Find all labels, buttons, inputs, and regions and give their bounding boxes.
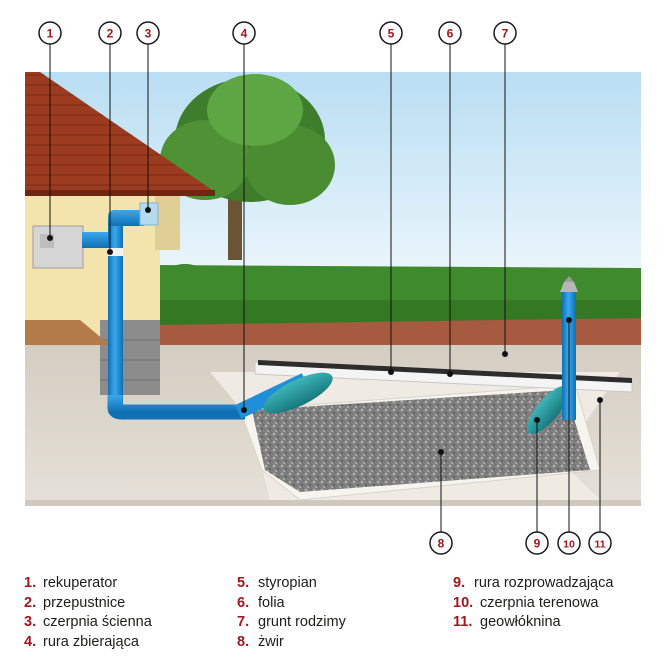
collector-pipe [263, 372, 333, 414]
legend-label: folia [258, 594, 285, 611]
callout-circle-1 [38, 21, 62, 45]
legend-number: 10. [453, 594, 474, 611]
callout-number: 9 [534, 537, 541, 551]
legend-number: 9. [453, 575, 466, 591]
callout-circle-10 [557, 531, 581, 555]
tree [160, 74, 335, 260]
callout-number: 11 [594, 539, 605, 551]
legend-label: żwir [258, 633, 284, 650]
callout-circle-9 [525, 531, 549, 555]
legend-column: 5. styropian 6. folia 7. grunt rodzimy 8. żw… [237, 574, 346, 652]
legend-label: czerpnia ścienna [43, 614, 152, 630]
legend-item: 9. rura rozprowadzająca [453, 574, 613, 594]
callout-circle-4 [232, 21, 256, 45]
legend-item: 10. czerpnia terenowa [453, 594, 613, 614]
foil [258, 360, 632, 383]
legend-number: 2. [24, 594, 37, 611]
callout-number: 5 [388, 27, 395, 41]
legend-column: 1. rekuperator 2. przepustnice 3. czerpnia … [24, 574, 152, 652]
callout-number: 10 [563, 539, 575, 551]
legend-label: geowłóknina [480, 614, 561, 630]
legend-label: styropian [258, 575, 317, 591]
callout-number: 7 [502, 27, 509, 41]
legend-number: 11. [453, 614, 473, 630]
legend-item: 8. żwir [237, 633, 346, 653]
callout-circle-8 [429, 531, 453, 555]
legend-number: 5. [237, 575, 250, 591]
legend-item: 1. rekuperator [24, 574, 152, 594]
legend-label: grunt rodzimy [258, 614, 346, 630]
legend-label: czerpnia terenowa [480, 594, 599, 611]
legend-number: 4. [24, 633, 37, 650]
callout-number: 1 [47, 27, 54, 41]
legend: 1. rekuperator 2. przepustnice 3. czerpnia … [24, 574, 644, 656]
legend-label: przepustnice [43, 594, 126, 611]
legend-item: 2. przepustnice [24, 594, 152, 614]
leader-dots [47, 207, 603, 455]
recuperator [32, 225, 84, 269]
callout-circle-11 [588, 531, 612, 555]
legend-label: rura zbierająca [43, 633, 139, 650]
callout-number: 6 [447, 27, 454, 41]
leader-lines [49, 44, 601, 532]
callout-circle-6 [438, 21, 462, 45]
legend-number: 1. [24, 575, 37, 591]
legend-item: 4. rura zbierająca [24, 633, 152, 653]
legend-item: 11. geowłóknina [453, 613, 613, 633]
callout-number: 4 [241, 27, 248, 41]
legend-item: 5. styropian [237, 574, 346, 594]
callout-circle-7 [493, 21, 517, 45]
legend-column: 9. rura rozprowadzająca 10. czerpnia teren… [453, 574, 613, 633]
legend-item: 3. czerpnia ścienna [24, 613, 152, 633]
callout-number: 2 [107, 27, 114, 41]
legend-item: 6. folia [237, 594, 346, 614]
legend-number: 6. [237, 594, 250, 611]
callouts [38, 21, 612, 555]
callout-circle-3 [136, 21, 160, 45]
legend-item: 7. grunt rodzimy [237, 613, 346, 633]
legend-number: 8. [237, 633, 250, 650]
legend-label: rekuperator [43, 575, 118, 591]
callout-circle-2 [98, 21, 122, 45]
gravel-bed [252, 390, 590, 492]
callout-number: 8 [438, 537, 445, 551]
legend-label: rura rozprowadzająca [474, 575, 614, 591]
callout-number: 3 [145, 27, 152, 41]
callout-circle-5 [379, 21, 403, 45]
legend-number: 7. [237, 614, 250, 630]
legend-number: 3. [24, 614, 37, 630]
